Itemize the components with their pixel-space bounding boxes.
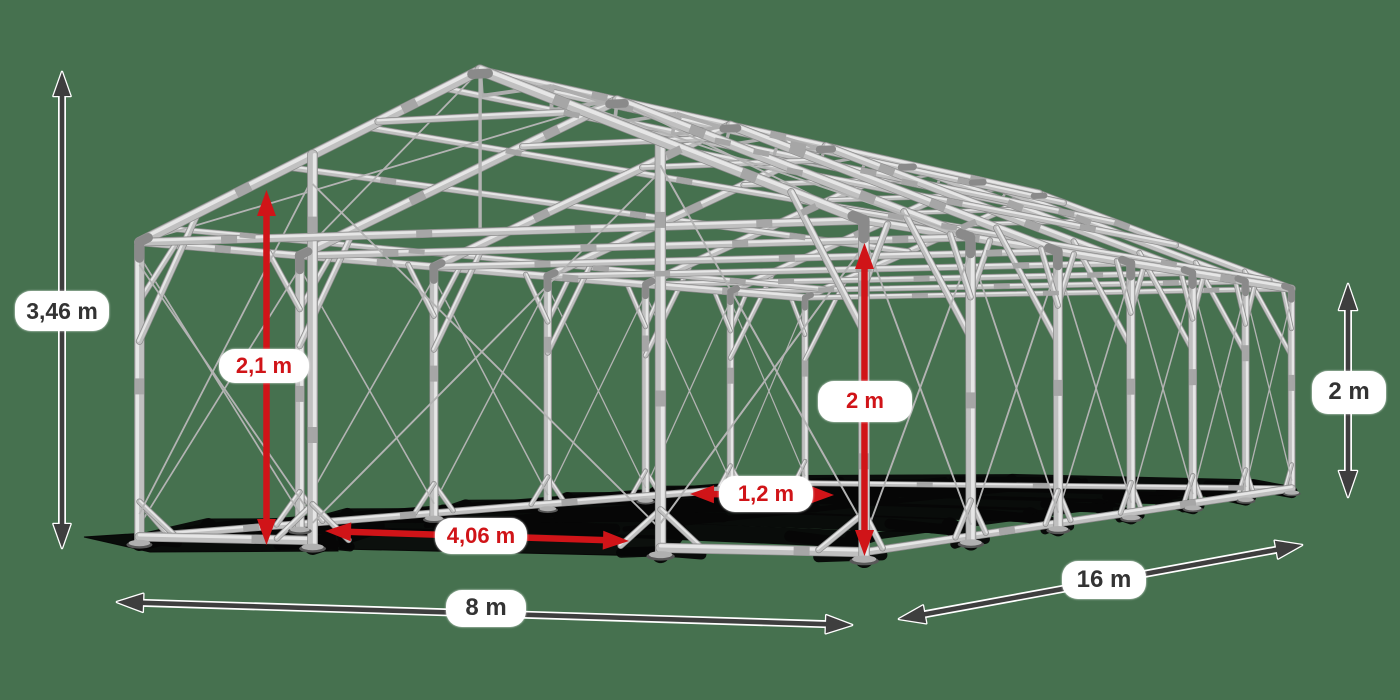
dim-label-door-height: 2,1 m xyxy=(219,349,309,383)
base-plates xyxy=(126,485,1301,566)
dim-label-inner-height: 2 m xyxy=(818,380,912,422)
dim-label-total-height: 3,46 m xyxy=(15,291,109,331)
dim-label-door-width: 4,06 m xyxy=(435,518,527,554)
dim-label-front-width: 8 m xyxy=(446,589,526,627)
dim-label-post-spacing: 1,2 m xyxy=(719,476,813,512)
tent-frame xyxy=(134,64,1296,565)
dim-label-side-height: 2 m xyxy=(1312,370,1386,414)
dim-label-side-length: 16 m xyxy=(1062,561,1146,599)
